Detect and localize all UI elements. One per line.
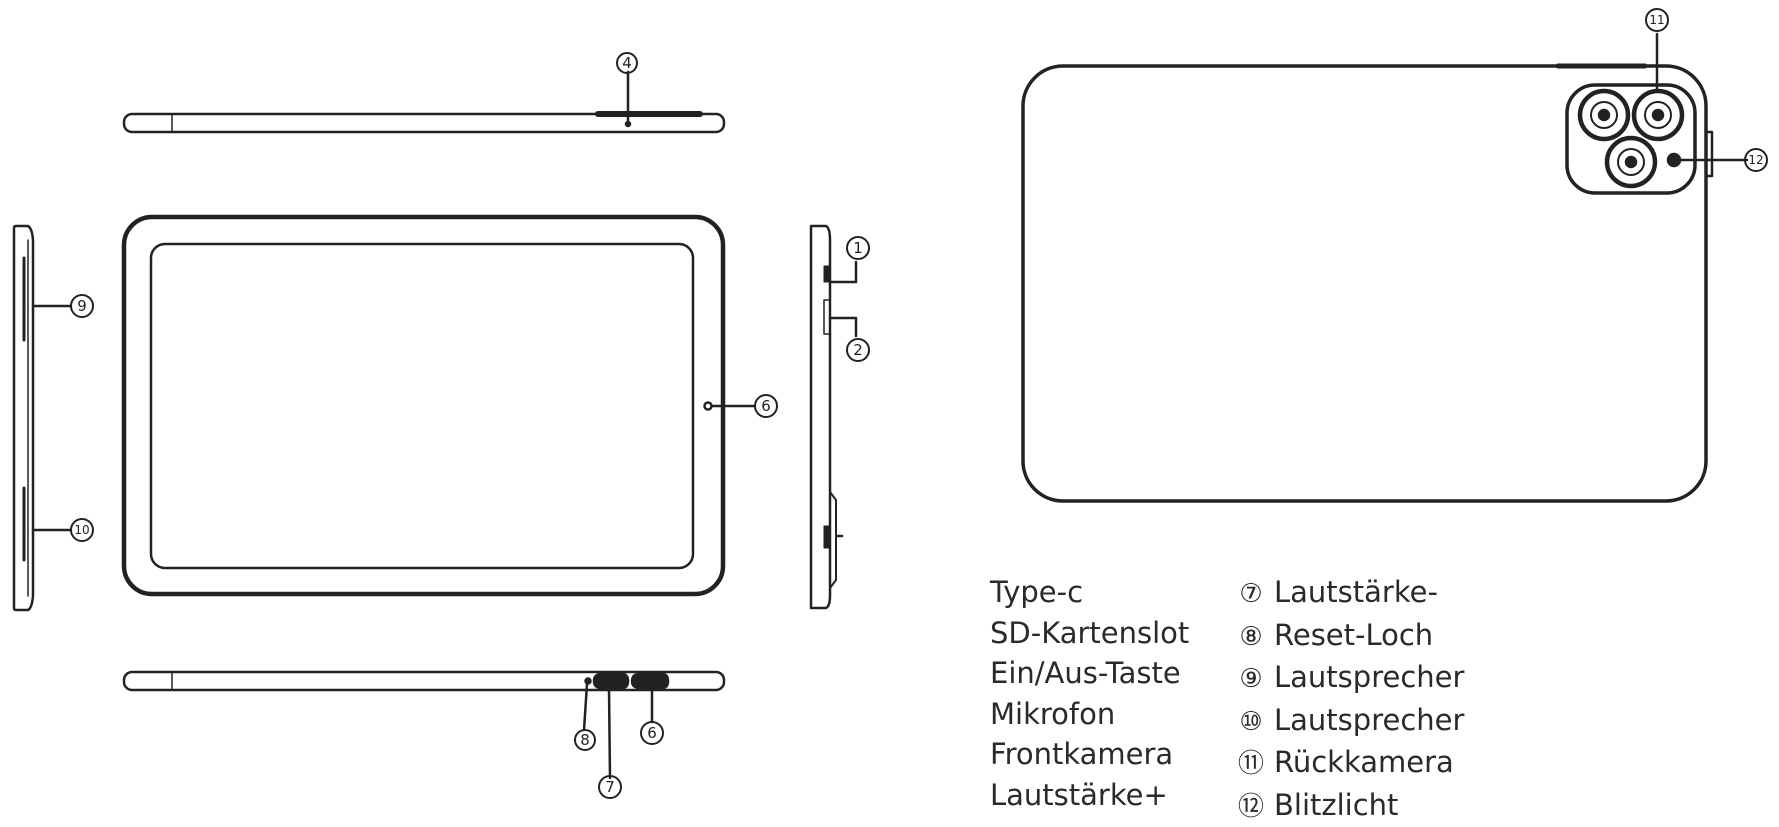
left-side-view	[14, 226, 70, 610]
callout-7: 7	[605, 778, 615, 796]
legend-item-power-button: Ein/Aus-Taste	[990, 653, 1189, 694]
back-view	[1023, 34, 1747, 501]
legend-label: Lautsprecher	[1274, 660, 1464, 694]
callout-8: 8	[580, 731, 590, 749]
legend-left-column: Type-c SD-Kartenslot Ein/Aus-Taste Mikro…	[990, 572, 1189, 815]
legend-number: ⑫	[1234, 787, 1268, 827]
legend-number: ⑧	[1234, 617, 1268, 658]
callout-12: 12	[1748, 153, 1763, 167]
callout-2: 2	[853, 341, 863, 359]
legend-label: Reset-Loch	[1274, 618, 1433, 652]
legend-number: ⑦	[1234, 574, 1268, 615]
bottom-edge-view	[124, 672, 724, 778]
legend-number: ⑪	[1234, 744, 1268, 785]
legend-item-sd-slot: SD-Kartenslot	[990, 613, 1189, 654]
legend-label: Rückkamera	[1274, 745, 1454, 779]
legend-item-front-camera: Frontkamera	[990, 734, 1189, 775]
callout-4: 4	[622, 54, 632, 72]
callout-6-bottom: 6	[647, 724, 657, 742]
callout-circles	[71, 9, 1767, 798]
top-edge-view	[124, 72, 724, 132]
legend-item-microphone: Mikrofon	[990, 694, 1189, 735]
legend-number: ⑩	[1234, 702, 1268, 743]
legend-label: Blitzlicht	[1274, 788, 1398, 822]
right-side-view	[811, 226, 856, 608]
legend-item-type-c: Type-c	[990, 572, 1189, 613]
callout-9: 9	[77, 297, 87, 315]
front-view	[124, 217, 754, 594]
callout-6: 6	[761, 397, 771, 415]
callout-10: 10	[74, 523, 89, 537]
legend-label: Lautstärke-	[1274, 575, 1438, 609]
callout-1: 1	[853, 239, 863, 257]
legend-label: Lautsprecher	[1274, 703, 1464, 737]
legend-item-volume-up: Lautstärke+	[990, 775, 1189, 816]
legend-number: ⑨	[1234, 659, 1268, 700]
callout-11: 11	[1649, 13, 1664, 27]
